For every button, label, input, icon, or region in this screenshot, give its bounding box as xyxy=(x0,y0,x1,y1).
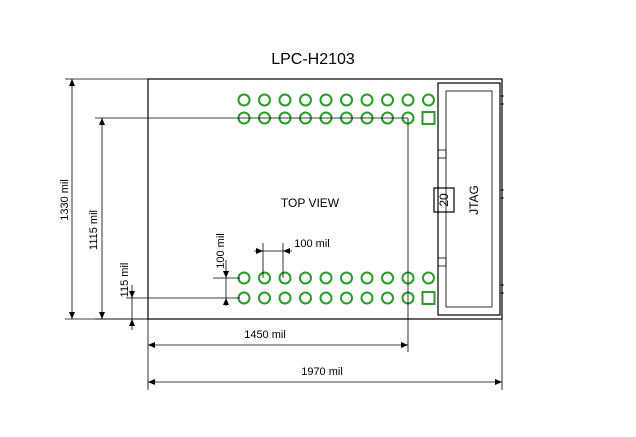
pin-headers xyxy=(237,93,436,305)
jtag-label: JTAG xyxy=(467,185,481,215)
dimension-1450-label: 1450 mil xyxy=(244,329,286,341)
top-view-label: TOP VIEW xyxy=(281,196,340,210)
pin-pad xyxy=(237,93,251,107)
dimension-1970: 1970 mil xyxy=(147,319,503,390)
dimension-pin-pitch: 100 mil xyxy=(254,238,330,278)
pin-pad xyxy=(299,93,312,107)
pin-pad xyxy=(319,291,333,305)
pin-pad xyxy=(299,291,312,305)
diagram-title: LPC-H2103 xyxy=(271,51,355,68)
jtag-connector: 20 JTAG xyxy=(433,82,504,316)
dimension-row-pitch: 100 mil xyxy=(213,233,240,306)
pin-pad xyxy=(319,271,333,285)
pin-pad xyxy=(278,271,292,285)
pin-pad xyxy=(278,291,292,305)
pin-pad xyxy=(319,93,333,107)
pin-pad xyxy=(381,271,394,285)
pin-pad xyxy=(381,93,394,107)
dimension-115-label: 115 mil xyxy=(119,263,131,298)
pin-pad-square xyxy=(421,291,436,305)
pin-pad xyxy=(299,271,312,285)
pin-pad xyxy=(258,93,271,107)
pin-pad xyxy=(258,271,271,285)
dimension-1450: 1450 mil xyxy=(147,118,409,352)
pin-pad xyxy=(422,93,435,107)
pin-pad-square xyxy=(421,111,436,125)
pin-pad xyxy=(258,291,271,305)
pin-pad xyxy=(401,93,415,107)
dimension-1330: 1330 mil xyxy=(59,78,148,320)
dimension-1970-label: 1970 mil xyxy=(301,366,343,378)
dimension-1115-label: 1115 mil xyxy=(88,210,100,250)
pin-pad xyxy=(340,271,353,285)
pin-pad xyxy=(278,93,292,107)
dimension-1330-label: 1330 mil xyxy=(59,179,71,221)
pin-pad xyxy=(381,291,394,305)
dimension-row-pitch-label: 100 mil xyxy=(215,233,227,268)
dimension-pin-pitch-label: 100 mil xyxy=(294,238,329,250)
pin-pad xyxy=(360,291,374,305)
pin-pad xyxy=(340,291,353,305)
pin-count-box xyxy=(433,187,455,213)
pin-pad xyxy=(340,93,353,107)
dimension-1115: 1115 mil xyxy=(88,117,408,320)
pin-pad xyxy=(237,271,251,285)
pin-pad xyxy=(360,271,374,285)
dimension-115: 115 mil xyxy=(119,263,240,330)
board-outline xyxy=(147,78,503,320)
pin-pad xyxy=(422,271,435,285)
pin-count-label: 20 xyxy=(437,193,451,207)
pin-pad xyxy=(360,93,374,107)
pin-pad xyxy=(237,291,251,305)
